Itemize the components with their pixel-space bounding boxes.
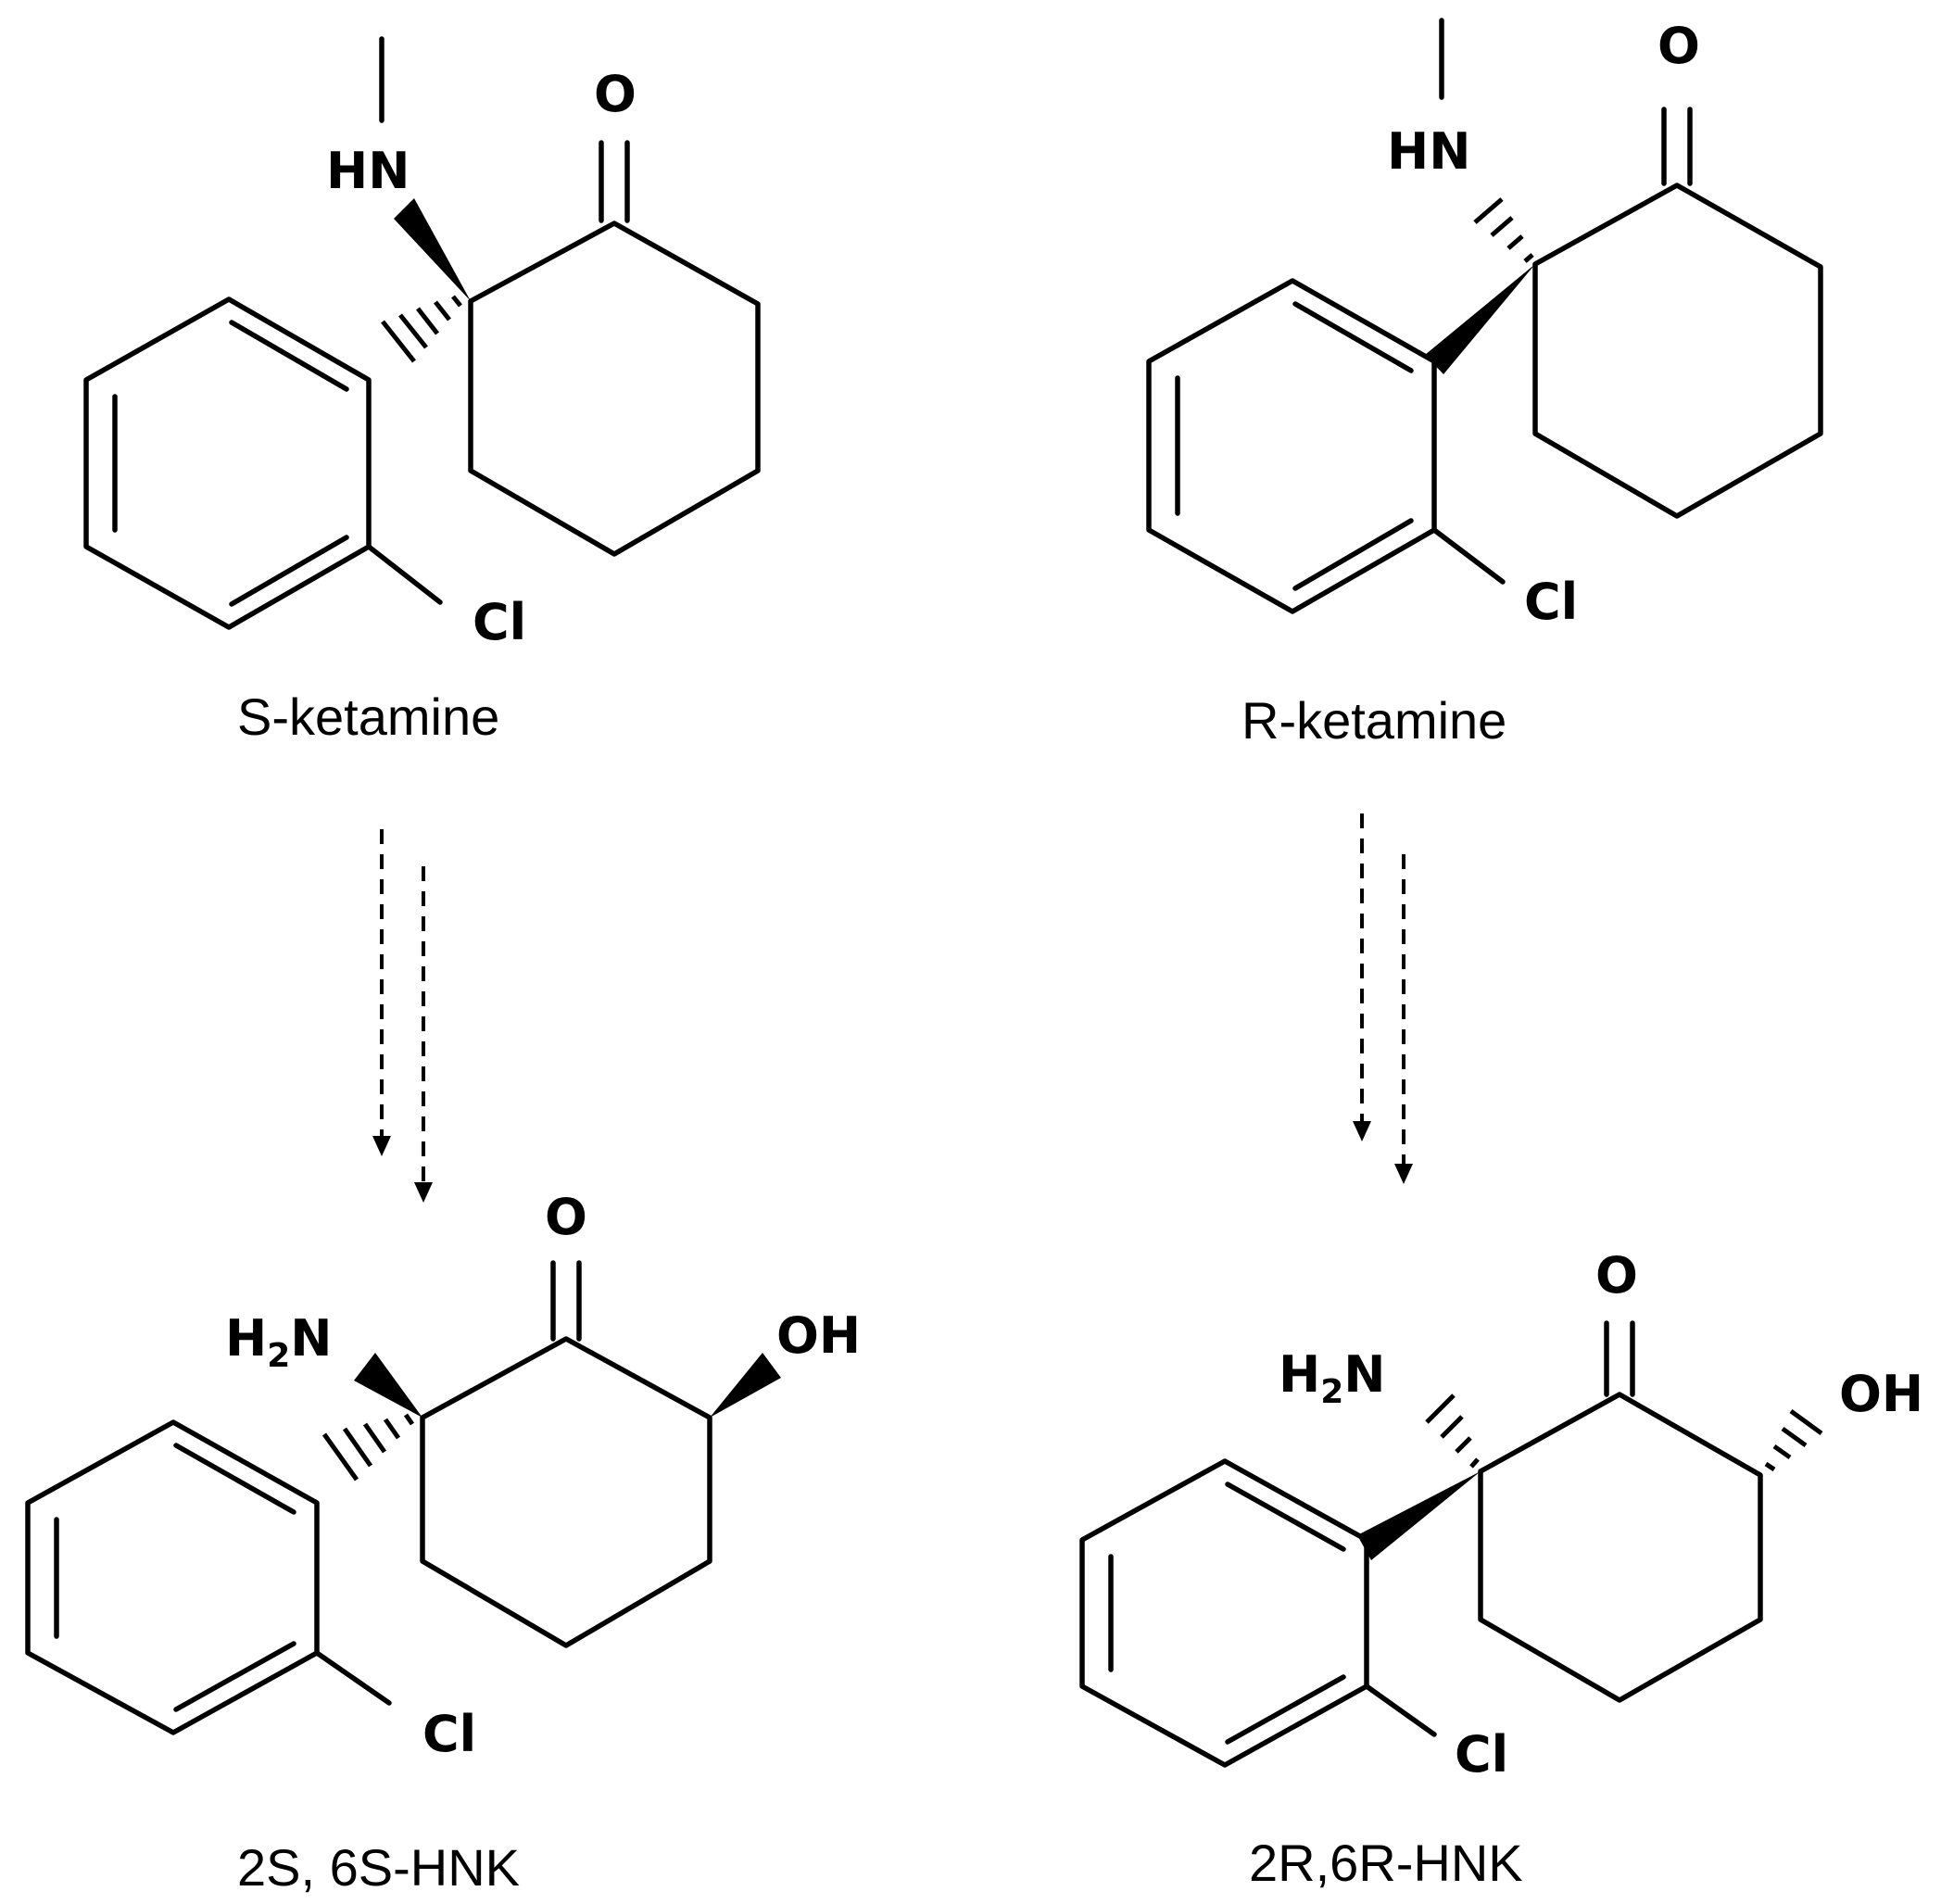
s-hnk-amine-label: H2N: [225, 1309, 332, 1375]
r-ketamine-hash-bond: [1473, 197, 1534, 263]
r-ketamine-nh-label: HN: [1387, 122, 1470, 181]
s-hnk-name: 2S, 6S-HNK: [237, 1838, 520, 1897]
r-ketamine-structure: HN O Cl R-ketamine: [1146, 17, 1823, 750]
r-metabolism-arrows: [1353, 813, 1413, 1184]
s-ketamine-chlorine-label: Cl: [473, 593, 526, 651]
s-hnk-chlorine-label: Cl: [422, 1705, 476, 1763]
s-hnk-hash-bond: [321, 1413, 415, 1482]
s-hnk-oxygen-label: O: [545, 1188, 587, 1246]
r-hnk-hydroxyl-label: OH: [1839, 1365, 1923, 1423]
s-ketamine-name: S-ketamine: [237, 687, 499, 746]
r-ketamine-oxygen-label: O: [1657, 17, 1700, 75]
r-hnk-chlorine-label: Cl: [1455, 1725, 1508, 1784]
s-ketamine-structure: HN O Cl S-ketamine: [83, 36, 761, 746]
s-hnk-structure: O OH H2N Cl 2S, 6S-HNK: [25, 1188, 861, 1897]
r-hnk-name: 2R,6R-HNK: [1249, 1834, 1523, 1892]
s-metabolism-arrows: [372, 829, 433, 1203]
r-hnk-hash-bond-hydroxyl: [1764, 1408, 1823, 1472]
s-ketamine-hash-bond: [381, 295, 462, 363]
s-ketamine-oxygen-label: O: [594, 65, 636, 123]
r-hnk-hash-bond-amine: [1425, 1393, 1480, 1469]
r-ketamine-name: R-ketamine: [1241, 691, 1506, 750]
s-hnk-hydroxyl-label: OH: [776, 1306, 861, 1365]
s-ketamine-nh-label: HN: [326, 142, 410, 200]
r-hnk-amine-label: H2N: [1279, 1345, 1385, 1411]
r-hnk-structure: O OH H2N Cl 2R,6R-HNK: [1079, 1246, 1923, 1892]
r-hnk-oxygen-label: O: [1595, 1246, 1638, 1305]
r-ketamine-chlorine-label: Cl: [1524, 573, 1578, 631]
